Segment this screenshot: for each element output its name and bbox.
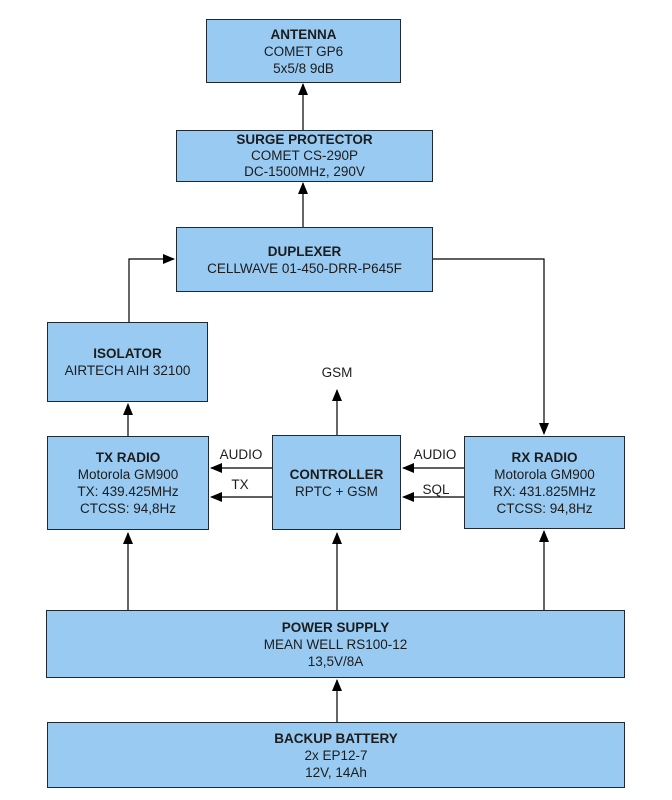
node-isolator-title: ISOLATOR	[93, 346, 162, 361]
node-power-supply: POWER SUPPLY MEAN WELL RS100-12 13,5V/8A	[46, 610, 625, 678]
node-backup-battery-line: 12V, 14Ah	[305, 764, 367, 780]
node-power-supply-line: MEAN WELL RS100-12	[263, 636, 408, 652]
node-backup-battery-title: BACKUP BATTERY	[274, 730, 398, 746]
node-power-supply-line: 13,5V/8A	[307, 653, 364, 669]
node-tx-radio-line: TX: 439.425MHz	[77, 484, 179, 499]
node-tx-radio: TX RADIO Motorola GM900 TX: 439.425MHz C…	[47, 436, 209, 530]
node-isolator: ISOLATOR AIRTECH AIH 32100	[47, 322, 208, 402]
node-surge-protector: SURGE PROTECTOR COMET CS-290P DC-1500MHz…	[176, 130, 433, 182]
node-surge-protector-title: SURGE PROTECTOR	[236, 132, 373, 147]
node-duplexer-line: CELLWAVE 01-450-DRR-P645F	[207, 260, 402, 276]
edge-label-tx: TX	[231, 477, 249, 492]
node-controller: CONTROLLER RPTC + GSM	[272, 435, 401, 530]
node-tx-radio-line: CTCSS: 94,8Hz	[79, 501, 177, 516]
node-antenna: ANTENNA COMET GP6 5x5/8 9dB	[206, 19, 401, 83]
connector-duplexer-to-rxradio	[433, 258, 549, 435]
node-duplexer-title: DUPLEXER	[267, 243, 342, 259]
node-rx-radio-title: RX RADIO	[511, 449, 578, 465]
node-antenna-title: ANTENNA	[270, 26, 337, 42]
node-rx-radio-line: Motorola GM900	[494, 466, 595, 482]
edge-label-audio-to-tx: AUDIO	[219, 447, 263, 462]
node-controller-title: CONTROLLER	[289, 466, 384, 482]
edge-label-audio-from-rx: AUDIO	[413, 447, 457, 462]
node-antenna-line: COMET GP6	[263, 43, 344, 59]
edge-label-sql: SQL	[422, 482, 450, 497]
node-controller-line: RPTC + GSM	[295, 483, 378, 499]
node-tx-radio-line: Motorola GM900	[77, 467, 179, 482]
node-surge-protector-line: COMET CS-290P	[250, 148, 359, 163]
node-rx-radio-line: RX: 431.825MHz	[493, 483, 596, 499]
node-antenna-line: 5x5/8 9dB	[273, 60, 334, 76]
node-isolator-line: AIRTECH AIH 32100	[64, 363, 191, 378]
node-power-supply-title: POWER SUPPLY	[281, 619, 390, 635]
node-duplexer: DUPLEXER CELLWAVE 01-450-DRR-P645F	[176, 227, 433, 292]
node-surge-protector-line: DC-1500MHz, 290V	[244, 164, 365, 179]
node-rx-radio-line: CTCSS: 94,8Hz	[496, 500, 593, 516]
connector-isolator-to-duplexer	[128, 254, 175, 322]
node-tx-radio-title: TX RADIO	[95, 450, 161, 465]
node-backup-battery-line: 2x EP12-7	[304, 747, 368, 763]
node-backup-battery: BACKUP BATTERY 2x EP12-7 12V, 14Ah	[47, 722, 625, 788]
node-rx-radio: RX RADIO Motorola GM900 RX: 431.825MHz C…	[464, 436, 625, 529]
edge-label-gsm: GSM	[321, 365, 353, 380]
